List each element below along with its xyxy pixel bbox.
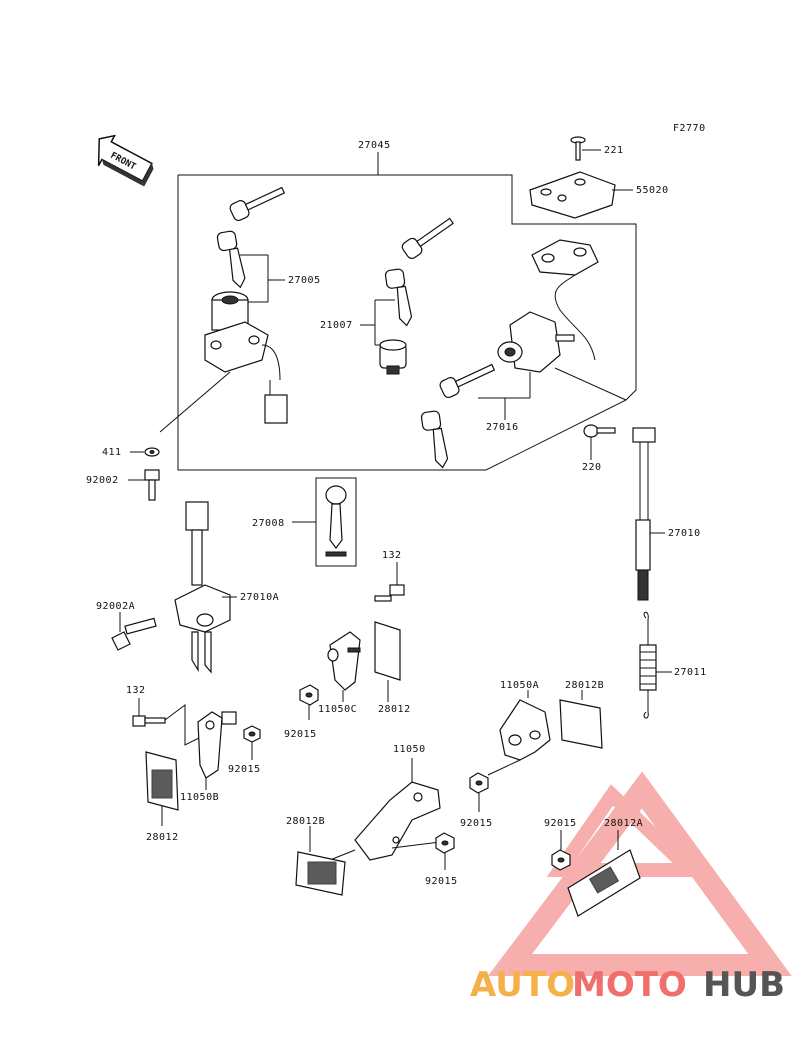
bolt-92002: 92002: [86, 469, 160, 501]
label-92002: 92002: [86, 475, 119, 486]
label-92015-c: 92015: [460, 818, 493, 829]
screw-221: 221: [570, 136, 624, 161]
label-27016: 27016: [486, 422, 519, 433]
label-411: 411: [102, 447, 122, 458]
label-92002A: 92002A: [96, 601, 135, 612]
label-92015-e: 92015: [544, 818, 577, 829]
label-220: 220: [582, 462, 602, 473]
keys-27016: 27016: [420, 363, 531, 469]
figure-code: F2770: [673, 123, 706, 134]
label-27011: 27011: [674, 667, 707, 678]
reflector-28012-upper: 28012: [374, 621, 411, 715]
label-28012A: 28012A: [604, 818, 643, 829]
label-28012-upper: 28012: [378, 704, 411, 715]
nut-92015-d: 92015: [425, 832, 458, 887]
label-92015-a: 92015: [284, 729, 317, 740]
switch-27010A: 27010A: [174, 501, 279, 674]
washer-411: 411: [102, 447, 160, 458]
bracket-11050B: 11050B: [180, 711, 237, 803]
bolt-132-upper: 132: [374, 550, 405, 602]
watermark-auto: AUTO: [470, 965, 575, 1005]
watermark-hub: HUB: [703, 965, 785, 1005]
bracket-55020: 55020: [529, 171, 669, 219]
nut-92015-b: 92015: [228, 725, 261, 775]
bracket-11050: 11050: [329, 744, 441, 861]
label-55020: 55020: [636, 185, 669, 196]
seat-lock: [497, 311, 627, 401]
watermark-triangle-outer: [487, 771, 792, 976]
spring-27011: 27011: [639, 611, 707, 719]
label-11050: 11050: [393, 744, 426, 755]
nut-92015-a: 92015: [284, 684, 319, 740]
reflector-28012A: 28012A: [567, 818, 643, 917]
bolt-92002A: 92002A: [96, 601, 157, 651]
nut-92015-c: 92015: [460, 772, 493, 829]
label-28012B-right: 28012B: [565, 680, 604, 691]
screw-220: 220: [582, 424, 616, 473]
label-28012-lower: 28012: [146, 832, 179, 843]
label-11050B: 11050B: [180, 792, 219, 803]
set-27045-frame: 27045: [177, 140, 637, 471]
label-92015-b: 92015: [228, 764, 261, 775]
label-21007: 21007: [320, 320, 353, 331]
bolt-132-lower: 132: [126, 685, 206, 746]
label-27008: 27008: [252, 518, 285, 529]
label-11050C: 11050C: [318, 704, 357, 715]
seat-lock-bracket: [531, 239, 599, 361]
watermark-text: AUTO MOTO HUB: [470, 965, 785, 1005]
label-92015-d: 92015: [425, 876, 458, 887]
reflector-28012-lower: 28012: [145, 751, 179, 843]
label-11050A: 11050A: [500, 680, 539, 691]
keys-27005: 27005: [216, 186, 321, 303]
switch-27010: 27010: [632, 427, 701, 601]
label-27005: 27005: [288, 275, 321, 286]
label-132-lower: 132: [126, 685, 146, 696]
label-27010A: 27010A: [240, 592, 279, 603]
bracket-11050A: 11050A: [487, 680, 551, 776]
reflector-28012B-lower: 28012B: [286, 816, 346, 896]
ignition-switch: [159, 291, 288, 433]
reflector-28012B-right: 28012B: [559, 680, 604, 749]
watermark-moto: MOTO: [572, 965, 687, 1005]
key-27008: 27008: [252, 477, 357, 567]
label-27010: 27010: [668, 528, 701, 539]
nut-92015-e: 92015: [544, 818, 577, 871]
bracket-11050C: 11050C: [318, 631, 361, 715]
front-arrow-icon: FRONT: [97, 134, 154, 187]
label-221: 221: [604, 145, 624, 156]
label-28012B-lower: 28012B: [286, 816, 325, 827]
label-132-upper: 132: [382, 550, 402, 561]
label-27045: 27045: [358, 140, 391, 151]
keys-21007: 21007: [320, 217, 454, 375]
